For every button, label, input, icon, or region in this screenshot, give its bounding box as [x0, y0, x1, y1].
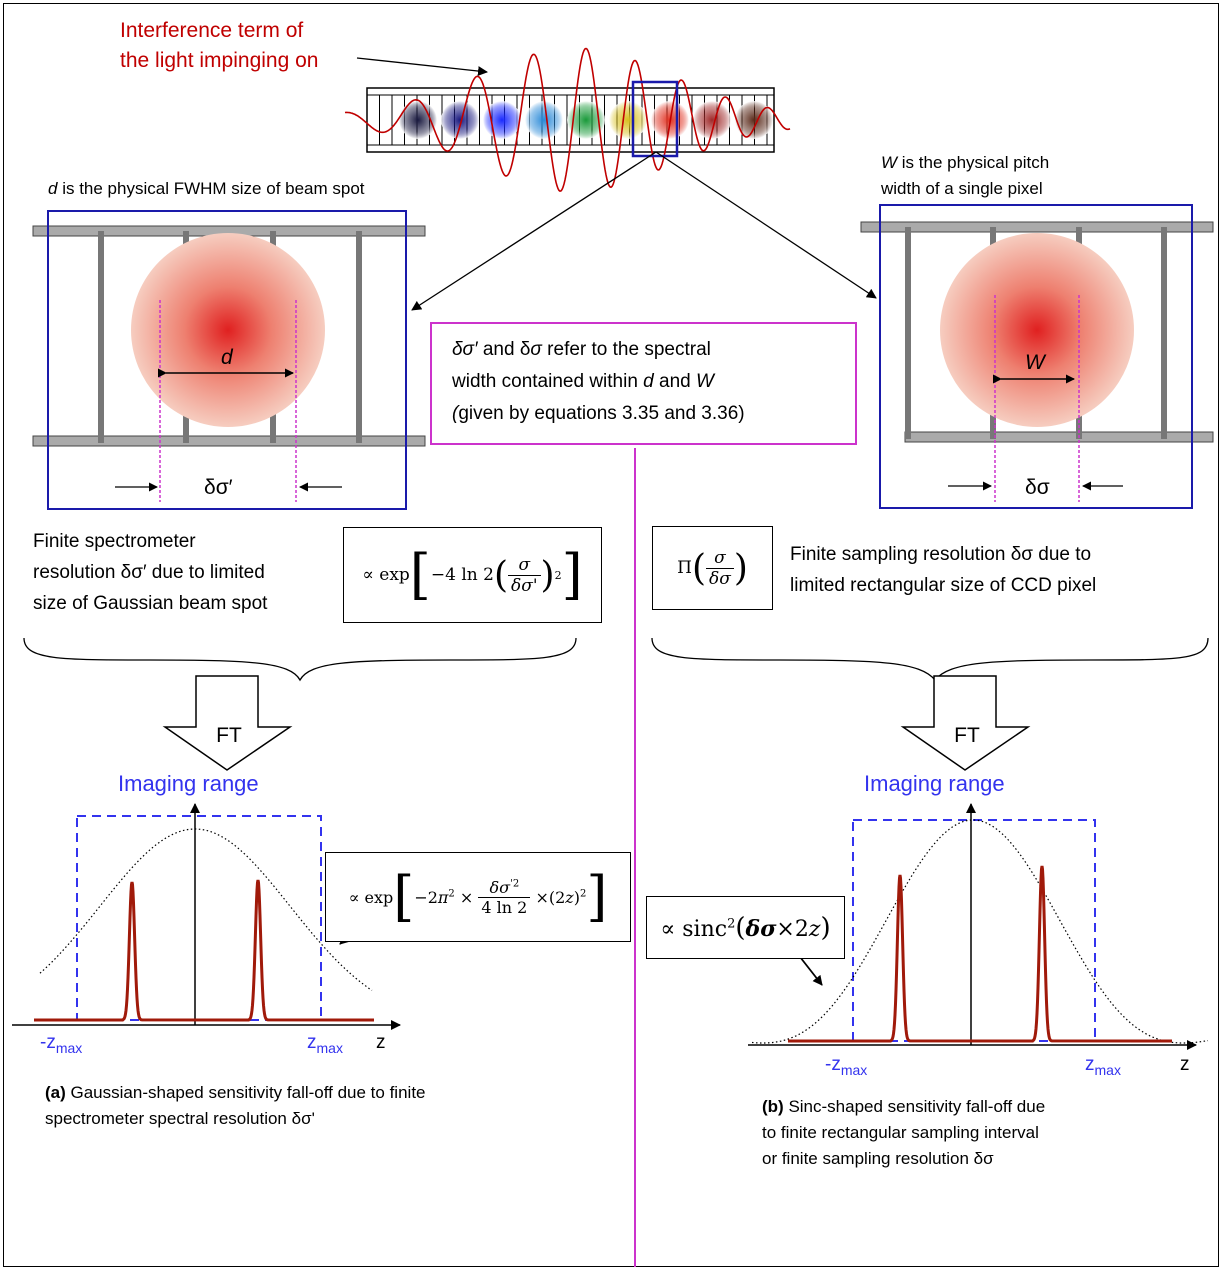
right-ft-arrow [900, 675, 1031, 771]
left-signal-peaks [34, 879, 375, 1022]
right-pixel-zoom [860, 204, 1214, 509]
center-note-line3: (given by equations 3.35 and 3.36) [452, 403, 745, 424]
right-width-label: δσ [1025, 476, 1050, 499]
right-resolution-line2: limited rectangular size of CCD pixel [790, 575, 1097, 596]
left-width-label: δσ′ [204, 476, 233, 499]
ccd-spectral-spot [609, 101, 647, 139]
right-resolution-line1: Finite sampling resolution δσ due to [790, 544, 1092, 565]
left-beam-spot [131, 233, 325, 427]
left-ft-arrow [162, 675, 293, 771]
left-resolution-line2: resolution δσ′ due to limited [33, 562, 265, 583]
ccd-spectral-spot [735, 101, 773, 139]
interference-label-line2: the light impinging on [120, 49, 319, 72]
interference-pointer-arrow [356, 57, 488, 77]
right-ft-label: FT [954, 724, 980, 747]
right-brace [651, 637, 1209, 682]
left-imaging-range-label: Imaging range [118, 771, 259, 796]
left-caption-line1: (a) Gaussian-shaped sensitivity fall-off… [45, 1083, 426, 1102]
left-resolution-line1: Finite spectrometer [33, 531, 196, 552]
right-imaging-range-label: Imaging range [864, 771, 1005, 796]
left-neg-zmax-label: -zmax [40, 1032, 83, 1056]
left-rail-bottom [32, 435, 426, 447]
left-imaging-range-box [76, 815, 322, 1021]
left-caption-line2: spectrometer spectral resolution δσ' [45, 1109, 315, 1128]
right-z-axis-label: z [1180, 1054, 1190, 1075]
outer-frame [3, 3, 1219, 1267]
right-signal-peaks [788, 865, 1173, 1043]
zoom-arrow-right [655, 151, 877, 299]
interference-label-line1: Interference term of [120, 19, 304, 42]
ccd-spectral-spot [441, 101, 479, 139]
ccd-spectral-spot [525, 101, 563, 139]
right-caption-line2: to finite rectangular sampling interval [762, 1123, 1039, 1142]
right-pixel-divider [1161, 227, 1167, 439]
ccd-spectral-spot [567, 101, 605, 139]
left-pixel-divider [356, 231, 362, 443]
ccd-spectral-spot [399, 101, 437, 139]
left-z-axis-label: z [376, 1032, 386, 1053]
left-pixel-divider [98, 231, 104, 443]
left-gaussian-envelope [39, 828, 373, 991]
right-spot-label: W [1025, 351, 1045, 374]
right-pos-zmax-label: zmax [1085, 1054, 1121, 1078]
left-spot-label: d [221, 346, 233, 369]
left-pos-zmax-label: zmax [307, 1032, 343, 1056]
left-pixel-zoom [32, 210, 426, 510]
left-panel-caption: d is the physical FWHM size of beam spot [48, 179, 365, 198]
left-brace [23, 637, 577, 682]
interference-wave [344, 47, 791, 192]
zoom-arrow-left [411, 151, 657, 311]
left-resolution-line3: size of Gaussian beam spot [33, 593, 268, 614]
selected-pixel-highlight [631, 80, 679, 158]
center-note-line2: width contained within d and W [452, 371, 714, 392]
right-neg-zmax-label: -zmax [825, 1054, 868, 1078]
center-note-line1: δσ′ and δσ refer to the spectral [452, 339, 711, 360]
right-beam-spot [940, 233, 1134, 427]
right-caption-line3: or finite sampling resolution δσ [762, 1149, 994, 1168]
right-sinc-equation: ∝ sinc2(δσ×2z) [646, 896, 845, 959]
ccd-spectral-spot [693, 101, 731, 139]
left-ft-label: FT [216, 724, 242, 747]
right-panel-caption-line2: width of a single pixel [881, 179, 1043, 198]
right-panel-caption-line1: W is the physical pitch [881, 153, 1050, 172]
right-imaging-range-box [852, 819, 1096, 1042]
center-note-box: δσ′ and δσ refer to the spectral width c… [430, 322, 857, 445]
left-zoom-frame [47, 210, 407, 510]
right-caption-line1: (b) Sinc-shaped sensitivity fall-off due [762, 1097, 1046, 1116]
right-pixel-divider [905, 227, 911, 439]
right-falloff-plot [748, 803, 1209, 1050]
right-zoom-frame [879, 204, 1193, 509]
right-rail-top [860, 221, 1214, 233]
